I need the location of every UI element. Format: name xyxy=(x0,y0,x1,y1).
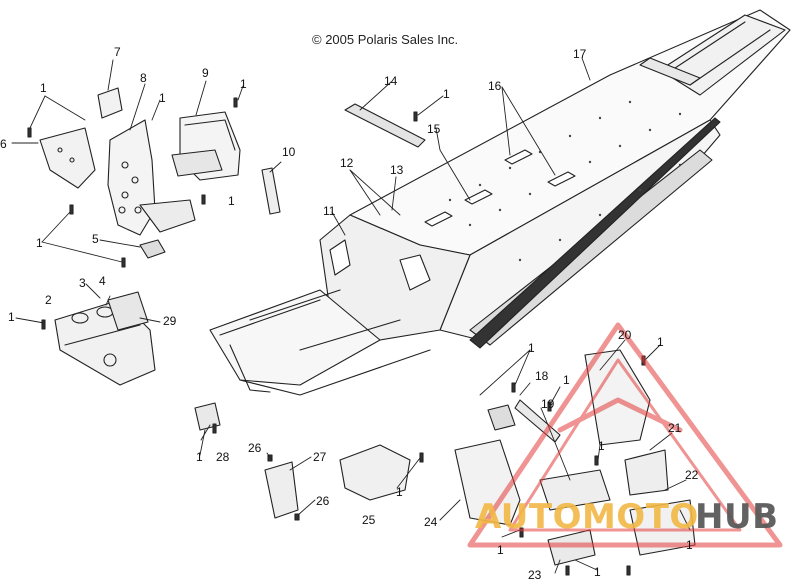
callout-1[interactable]: 1 xyxy=(36,236,43,250)
callout-1[interactable]: 1 xyxy=(686,538,693,552)
callout-26[interactable]: 26 xyxy=(248,441,262,455)
callout-26[interactable]: 26 xyxy=(316,494,330,508)
callout-17[interactable]: 17 xyxy=(573,47,587,61)
callout-29[interactable]: 29 xyxy=(163,314,177,328)
callout-1[interactable]: 1 xyxy=(8,310,15,324)
callout-1[interactable]: 1 xyxy=(159,91,166,105)
callout-15[interactable]: 15 xyxy=(427,122,441,136)
callout-25[interactable]: 25 xyxy=(362,513,376,527)
callout-1[interactable]: 1 xyxy=(497,543,504,557)
chassis-frame xyxy=(209,9,791,396)
callout-23[interactable]: 23 xyxy=(528,568,542,582)
callout-22[interactable]: 22 xyxy=(685,468,699,482)
part-10-strap xyxy=(261,167,281,215)
watermark-text-automoto: AUTOMOTO xyxy=(475,497,699,537)
callout-1[interactable]: 1 xyxy=(228,194,235,208)
part-25-shield xyxy=(339,444,411,501)
callout-1[interactable]: 1 xyxy=(396,485,403,499)
callout-1[interactable]: 1 xyxy=(443,87,450,101)
lower-right-parts xyxy=(454,349,696,566)
callout-20[interactable]: 20 xyxy=(618,328,632,342)
callout-16[interactable]: 16 xyxy=(488,79,502,93)
callout-6[interactable]: 6 xyxy=(0,137,7,151)
callout-1[interactable]: 1 xyxy=(240,77,247,91)
part-14-rail xyxy=(344,103,426,148)
callout-18[interactable]: 18 xyxy=(535,369,549,383)
callout-1[interactable]: 1 xyxy=(657,335,664,349)
watermark-logo xyxy=(467,322,783,548)
callout-1[interactable]: 1 xyxy=(528,341,535,355)
copyright-notice: © 2005 Polaris Sales Inc. xyxy=(312,32,459,47)
callout-13[interactable]: 13 xyxy=(390,163,404,177)
part-28-bracket xyxy=(194,402,221,431)
callout-8[interactable]: 8 xyxy=(140,71,147,85)
callout-2[interactable]: 2 xyxy=(45,293,52,307)
part-4-plate xyxy=(107,291,149,331)
callout-12[interactable]: 12 xyxy=(340,156,354,170)
callout-7[interactable]: 7 xyxy=(114,45,121,59)
callout-10[interactable]: 10 xyxy=(282,145,296,159)
callout-14[interactable]: 14 xyxy=(384,74,398,88)
callout-11[interactable]: 11 xyxy=(323,204,336,218)
callout-19[interactable]: 19 xyxy=(541,397,555,411)
leader-lines xyxy=(11,57,691,574)
watermark-text-hub: HUB xyxy=(695,497,779,537)
callout-24[interactable]: 24 xyxy=(424,515,438,529)
callout-1[interactable]: 1 xyxy=(40,81,47,95)
callout-5[interactable]: 5 xyxy=(92,232,99,246)
callout-3[interactable]: 3 xyxy=(79,276,86,290)
callout-9[interactable]: 9 xyxy=(202,66,209,80)
part-27-mount xyxy=(264,461,299,519)
left-bracket-group xyxy=(39,87,241,236)
part-5-clip xyxy=(139,239,166,259)
callout-4[interactable]: 4 xyxy=(99,274,106,288)
callout-21[interactable]: 21 xyxy=(668,421,682,435)
callout-28[interactable]: 28 xyxy=(216,450,230,464)
callout-1[interactable]: 1 xyxy=(594,565,601,579)
callout-1[interactable]: 1 xyxy=(563,373,570,387)
callout-1[interactable]: 1 xyxy=(598,439,605,453)
callout-27[interactable]: 27 xyxy=(313,450,327,464)
callout-1[interactable]: 1 xyxy=(196,450,203,464)
